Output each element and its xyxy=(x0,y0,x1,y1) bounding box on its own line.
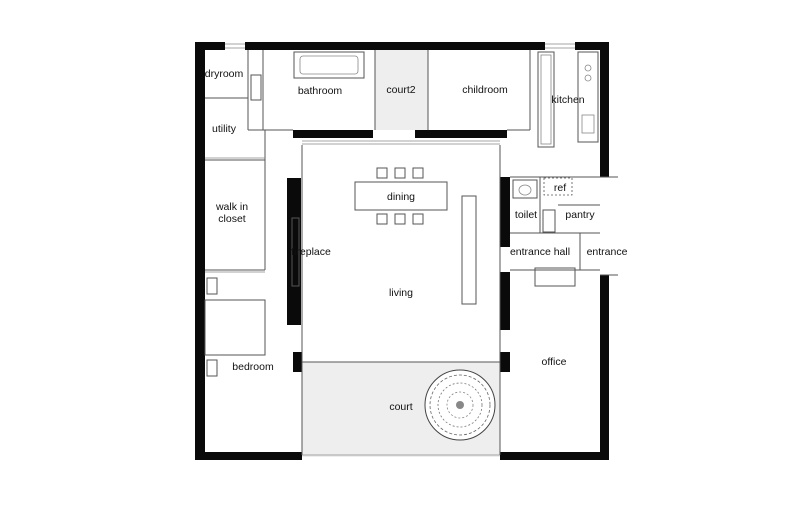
living-bench-icon xyxy=(461,195,477,305)
windows xyxy=(225,43,575,145)
label-kitchen: kitchen xyxy=(551,94,584,106)
nightstand-icon xyxy=(206,359,218,377)
interior-walls xyxy=(287,130,510,372)
label-court: court xyxy=(389,401,412,413)
fireplace-icon xyxy=(291,217,300,287)
court2-area xyxy=(375,50,428,130)
label-walk-in-closet-2: closet xyxy=(218,213,246,225)
partition-lines xyxy=(205,50,618,456)
label-bedroom: bedroom xyxy=(232,361,274,373)
tree-icon xyxy=(424,369,496,441)
label-childroom: childroom xyxy=(462,84,508,96)
label-walk-in-closet: walk in xyxy=(215,201,248,213)
dining-table-icon xyxy=(354,167,448,225)
label-entrance: entrance xyxy=(587,246,628,258)
bathtub-icon xyxy=(293,51,365,79)
toilet-icon xyxy=(512,179,538,199)
bed-icon xyxy=(204,299,266,356)
exterior-walls xyxy=(195,42,609,460)
label-court2: court2 xyxy=(386,84,415,96)
sink-icon xyxy=(250,74,262,101)
label-toilet: toilet xyxy=(515,209,537,221)
entrance-bench-icon xyxy=(534,267,576,287)
refrigerator-icon xyxy=(543,177,573,196)
nightstand-icon xyxy=(206,277,218,295)
label-entrance-hall: entrance hall xyxy=(510,246,570,258)
label-bathroom: bathroom xyxy=(298,85,343,97)
label-office: office xyxy=(542,356,567,368)
label-fireplace: fireplace xyxy=(291,246,331,258)
label-utility: utility xyxy=(212,123,237,135)
label-dining: dining xyxy=(387,191,415,203)
label-pantry: pantry xyxy=(565,209,595,221)
toilet-sink-icon xyxy=(542,209,556,233)
label-ref: ref xyxy=(554,182,566,194)
kitchen-counter-icon xyxy=(537,51,599,148)
label-living: living xyxy=(389,287,413,299)
label-dryroom: dryroom xyxy=(205,68,244,80)
